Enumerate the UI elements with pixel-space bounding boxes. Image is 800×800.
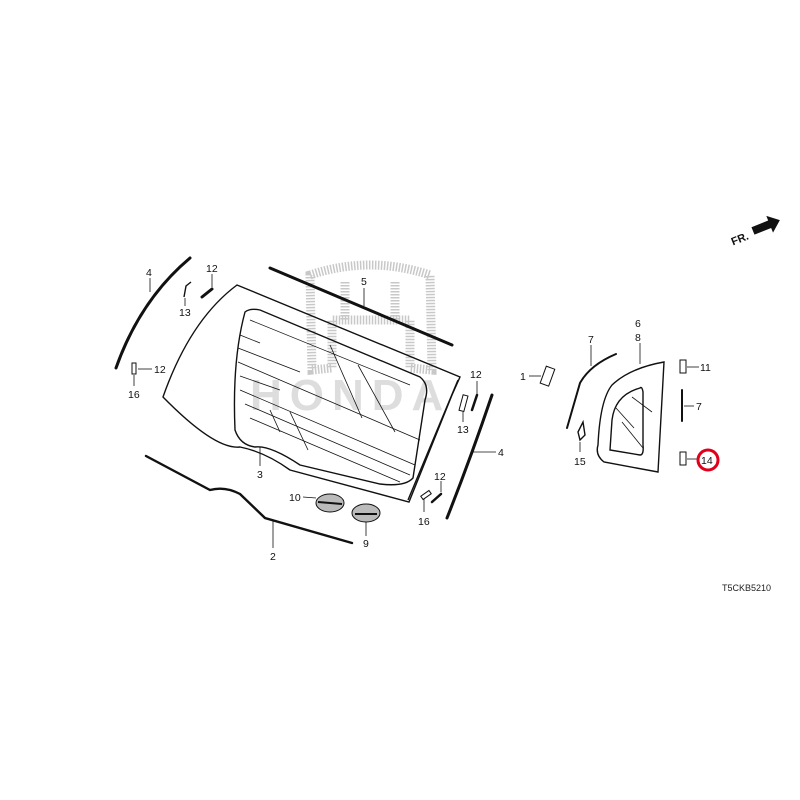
callout-16-left[interactable]: 16 [128,389,140,401]
molding-7-left[interactable] [566,353,617,429]
clip-11[interactable] [679,359,687,374]
clip-13-right[interactable] [458,394,469,413]
callout-12-left[interactable]: 12 [154,364,166,376]
highlight-circle [696,448,720,472]
molding-4-left[interactable] [114,256,192,370]
rear-windshield-glass-3[interactable] [162,284,461,503]
callout-13-top-left[interactable]: 13 [179,307,191,319]
callout-1[interactable]: 1 [520,371,526,383]
diagram-code: T5CKB5210 [722,583,771,593]
clip-16-left[interactable] [131,362,137,375]
callout-4-left[interactable]: 4 [146,267,152,279]
callout-11[interactable]: 11 [700,362,711,374]
clip-12-right[interactable] [470,393,479,412]
svg-text:FR.: FR. [730,231,751,249]
front-direction-arrow: FR. [730,215,780,249]
honda-watermark: HONDA [250,260,451,420]
clip-13-top-left[interactable] [183,281,192,298]
molding-5[interactable] [268,266,454,347]
callout-10[interactable]: 10 [289,492,301,504]
clip-12-top-left[interactable] [200,287,214,299]
callout-12-top-left[interactable]: 12 [206,263,218,275]
callout-12-bottom[interactable]: 12 [434,471,446,483]
callout-16-right[interactable]: 16 [418,516,430,528]
quarter-glass-6-8[interactable] [596,361,665,473]
clip-16-right[interactable] [420,489,432,501]
callout-7-right[interactable]: 7 [696,401,702,413]
molding-4-right[interactable] [445,393,494,520]
seal-2[interactable] [144,454,354,545]
callout-3[interactable]: 3 [257,469,263,481]
callout-15[interactable]: 15 [574,456,586,468]
callout-4-right[interactable]: 4 [498,447,504,459]
callout-5[interactable]: 5 [361,276,367,288]
callout-13-right[interactable]: 13 [457,424,469,436]
clip-15[interactable] [577,419,586,442]
clip-14[interactable] [679,451,687,466]
callout-9[interactable]: 9 [363,538,369,550]
callout-2[interactable]: 2 [270,551,276,563]
callout-12-right[interactable]: 12 [470,369,482,381]
clip-12-bottom[interactable] [430,492,443,504]
svg-text:HONDA: HONDA [250,371,451,420]
callout-7-left[interactable]: 7 [588,334,594,346]
callout-8[interactable]: 8 [635,332,641,344]
callout-14[interactable]: 14 [701,455,713,467]
callout-6[interactable]: 6 [635,318,641,330]
clip-1[interactable] [539,365,556,387]
